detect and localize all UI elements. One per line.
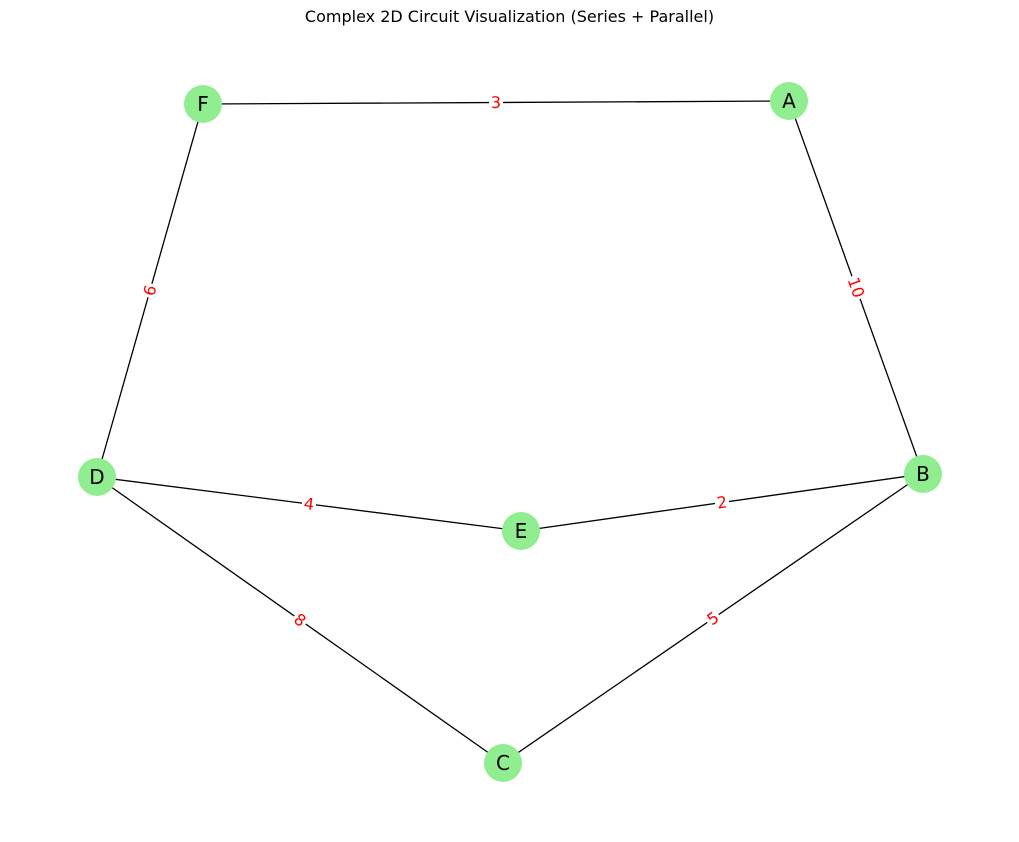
edge-weight-text: 3 (491, 93, 501, 112)
diagram-title: Complex 2D Circuit Visualization (Series… (304, 7, 715, 26)
edge-label-background (702, 607, 724, 630)
node-label: C (496, 751, 510, 775)
node-circle (770, 82, 808, 120)
edges-layer: 3 10 6 4 2 8 5 (96, 93, 924, 764)
edge-label-background (300, 494, 318, 514)
edge-e-b: 2 (520, 473, 924, 532)
edge-a-b: 10 (788, 100, 924, 475)
node-circle (502, 512, 540, 550)
edge-label-background (843, 273, 869, 302)
edge-label-background (488, 93, 504, 112)
node-label: E (515, 519, 528, 543)
edge-weight-label: 3 (488, 93, 504, 112)
edge-weight-text: 6 (139, 283, 160, 298)
edge-weight-label: 4 (300, 494, 318, 514)
node-label: B (916, 462, 930, 486)
node-circle (78, 458, 116, 496)
edge-label-background (139, 281, 161, 300)
edge-weight-text: 4 (303, 494, 316, 514)
edge-label-background (713, 492, 731, 513)
edge-label-background (289, 608, 311, 632)
edge-weight-label: 10 (843, 273, 869, 302)
edge-f-a: 3 (202, 93, 790, 112)
node-label: A (782, 89, 796, 113)
node-label: F (197, 92, 209, 116)
edge-d-e: 4 (96, 476, 522, 532)
edge-weight-label: 2 (713, 492, 731, 513)
node-b: B (904, 455, 942, 493)
node-d: D (78, 458, 116, 496)
node-e: E (502, 512, 540, 550)
edge-c-b: 5 (502, 473, 924, 764)
edge-d-c: 8 (96, 476, 504, 764)
node-circle (484, 744, 522, 782)
edge-weight-label: 6 (139, 281, 161, 300)
node-f: F (184, 85, 222, 123)
node-label: D (89, 465, 104, 489)
node-circle (184, 85, 222, 123)
edge-weight-label: 8 (289, 608, 311, 632)
edge-weight-text: 2 (716, 492, 729, 512)
edge-f-d: 6 (96, 103, 204, 478)
node-c: C (484, 744, 522, 782)
edge-weight-label: 5 (702, 607, 724, 630)
node-a: A (770, 82, 808, 120)
node-circle (904, 455, 942, 493)
nodes-layer: A B C D E F (78, 82, 942, 782)
